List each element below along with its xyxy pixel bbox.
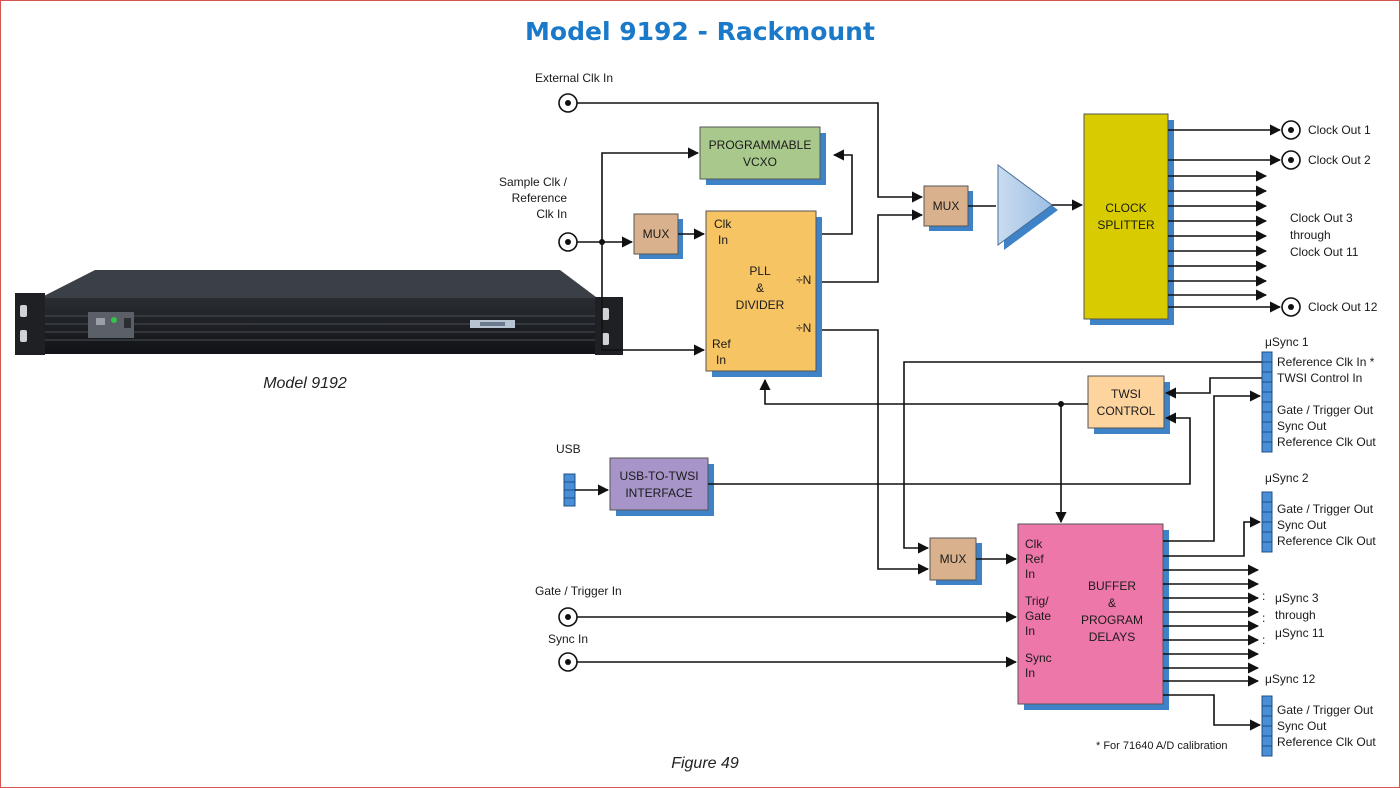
usb-connector bbox=[564, 474, 575, 506]
usync2-line-1: Gate / Trigger Out bbox=[1277, 502, 1374, 516]
usync1-line-2: TWSI Control In bbox=[1277, 371, 1362, 385]
buffer-trig-gate-2: Gate bbox=[1025, 609, 1051, 623]
pll-div-n-1: ÷N bbox=[796, 273, 811, 287]
gate-trigger-label: Gate / Trigger In bbox=[535, 584, 622, 598]
mux-buffer-label: MUX bbox=[940, 552, 967, 566]
usync-mid-2: through bbox=[1275, 608, 1316, 622]
buffer-label-3: PROGRAM bbox=[1081, 613, 1143, 627]
clock-out-12-label: Clock Out 12 bbox=[1308, 300, 1378, 314]
pll-div-n-2: ÷N bbox=[796, 321, 811, 335]
usync2-label: μSync 2 bbox=[1265, 471, 1309, 485]
usync1-label: μSync 1 bbox=[1265, 335, 1309, 349]
clock-out-mid-3: Clock Out 11 bbox=[1290, 245, 1359, 259]
buffer-sync-in-2: In bbox=[1025, 666, 1035, 680]
usb-twsi-label-2: INTERFACE bbox=[625, 486, 692, 500]
clock-out-12-connector bbox=[1282, 298, 1300, 316]
pll-label-1: PLL bbox=[749, 264, 771, 278]
usync-ellipsis-3: : bbox=[1262, 633, 1265, 647]
mux-clock-label: MUX bbox=[933, 199, 960, 213]
pll-ref-in-1: Ref bbox=[712, 337, 731, 351]
clock-out-1-label: Clock Out 1 bbox=[1308, 123, 1371, 137]
buffer-clk-ref-in-1: Clk bbox=[1025, 537, 1043, 551]
usync-mid-3: μSync 11 bbox=[1275, 626, 1325, 640]
splitter-output-arrows bbox=[1168, 130, 1280, 307]
buffer-trig-gate-3: In bbox=[1025, 624, 1035, 638]
buffer-sync-in-1: Sync bbox=[1025, 651, 1052, 665]
photo-caption: Model 9192 bbox=[263, 375, 347, 392]
buffer-label-4: DELAYS bbox=[1089, 630, 1135, 644]
junction-dot bbox=[599, 239, 605, 245]
buffer-clk-ref-in-2: Ref bbox=[1025, 552, 1044, 566]
sample-clk-label-3: Clk In bbox=[536, 207, 567, 221]
clock-out-mid-2: through bbox=[1290, 228, 1331, 242]
usync1-connector bbox=[1262, 352, 1272, 452]
usync1-line-5: Reference Clk Out bbox=[1277, 435, 1376, 449]
usync12-line-3: Reference Clk Out bbox=[1277, 735, 1376, 749]
usync2-line-2: Sync Out bbox=[1277, 518, 1327, 532]
twsi-control-label-1: TWSI bbox=[1111, 387, 1141, 401]
buffer-label-1: BUFFER bbox=[1088, 579, 1136, 593]
usync-ellipsis-1: : bbox=[1262, 589, 1265, 603]
buffer-output-arrows bbox=[1163, 570, 1258, 681]
pll-ref-in-2: In bbox=[716, 353, 726, 367]
usync-mid-1: μSync 3 bbox=[1275, 591, 1319, 605]
usync12-label: μSync 12 bbox=[1265, 672, 1316, 686]
buffer-trig-gate-1: Trig/ bbox=[1025, 594, 1049, 608]
usb-twsi-label-1: USB-TO-TWSI bbox=[619, 469, 698, 483]
usync2-line-3: Reference Clk Out bbox=[1277, 534, 1376, 548]
vcxo-label-1: PROGRAMMABLE bbox=[709, 138, 812, 152]
pll-label-3: DIVIDER bbox=[736, 298, 785, 312]
usync12-connector bbox=[1262, 696, 1272, 756]
amplifier-triangle bbox=[998, 165, 1058, 250]
usync1-line-4: Sync Out bbox=[1277, 419, 1327, 433]
clock-out-1-connector bbox=[1282, 121, 1300, 139]
pll-clk-in-1: Clk bbox=[714, 217, 732, 231]
clock-out-2-connector bbox=[1282, 151, 1300, 169]
mux-input-label: MUX bbox=[643, 227, 670, 241]
sync-in-label: Sync In bbox=[548, 632, 588, 646]
figure-caption: Figure 49 bbox=[671, 755, 739, 772]
usync1-line-3: Gate / Trigger Out bbox=[1277, 403, 1374, 417]
usync2-connector bbox=[1262, 492, 1272, 552]
vcxo-label-2: VCXO bbox=[743, 155, 777, 169]
sync-in-connector bbox=[559, 653, 577, 671]
twsi-control-label-2: CONTROL bbox=[1097, 404, 1156, 418]
junction-dot bbox=[1058, 401, 1064, 407]
diagram-title: Model 9192 - Rackmount bbox=[525, 17, 875, 46]
pll-clk-in-2: In bbox=[718, 233, 728, 247]
external-clk-connector bbox=[559, 94, 577, 112]
footnote: * For 71640 A/D calibration bbox=[1096, 740, 1227, 752]
usb-label: USB bbox=[556, 442, 581, 456]
buffer-label-2: & bbox=[1108, 596, 1116, 610]
usync1-line-1: Reference Clk In * bbox=[1277, 355, 1375, 369]
usync12-line-2: Sync Out bbox=[1277, 719, 1327, 733]
pll-label-2: & bbox=[756, 281, 764, 295]
clock-splitter-label-2: SPLITTER bbox=[1097, 218, 1155, 232]
buffer-clk-ref-in-3: In bbox=[1025, 567, 1035, 581]
clock-out-2-label: Clock Out 2 bbox=[1308, 153, 1371, 167]
clock-out-mid-1: Clock Out 3 bbox=[1290, 211, 1353, 225]
gate-trigger-connector bbox=[559, 608, 577, 626]
sample-clk-label-1: Sample Clk / bbox=[499, 175, 568, 189]
sample-clk-label-2: Reference bbox=[512, 191, 568, 205]
sample-clk-connector bbox=[559, 233, 577, 251]
usync-ellipsis-2: : bbox=[1262, 611, 1265, 625]
clock-splitter-label-1: CLOCK bbox=[1105, 201, 1146, 215]
usync12-line-1: Gate / Trigger Out bbox=[1277, 703, 1374, 717]
external-clk-label: External Clk In bbox=[535, 71, 613, 85]
rackmount-chassis-image bbox=[15, 270, 623, 355]
